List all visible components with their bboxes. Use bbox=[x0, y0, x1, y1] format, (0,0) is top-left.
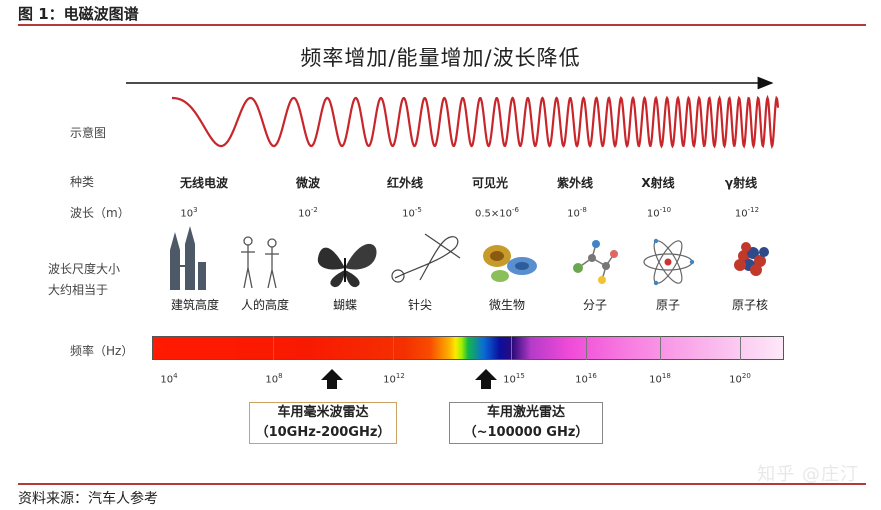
lidar-range: （~100000 GHz） bbox=[463, 425, 589, 440]
spectrum-divider bbox=[273, 336, 274, 360]
molecule-icon bbox=[573, 240, 618, 284]
needle-icon bbox=[391, 233, 461, 283]
building-icon bbox=[170, 226, 206, 290]
freq-tick: 108 bbox=[254, 372, 294, 385]
wavelength-visible-base: 0.5×10 bbox=[475, 208, 513, 220]
type-label-ultraviolet: 紫外线 bbox=[556, 176, 593, 190]
frequency-spectrum-bar bbox=[152, 336, 784, 360]
wavelength-gamma-base: 10 bbox=[734, 208, 748, 220]
headline: 频率增加/能量增加/波长降低 bbox=[300, 46, 581, 70]
wavelength-microwave-exp: -2 bbox=[310, 206, 318, 214]
wavelength-visible: 0.5×10-6 bbox=[457, 206, 537, 219]
wavelength-ultraviolet-exp: -8 bbox=[579, 206, 587, 214]
freq-tick-exp: 15 bbox=[515, 372, 525, 380]
row-label-scale: 波长尺度大小 大约相当于 bbox=[48, 260, 138, 298]
object-label-butterfly: 蝴蝶 bbox=[332, 298, 357, 312]
freq-tick-base: 10 bbox=[160, 374, 174, 386]
type-label-visible: 可见光 bbox=[471, 176, 508, 190]
wavelength-radio-base: 10 bbox=[180, 208, 194, 220]
row-label-schematic: 示意图 bbox=[70, 126, 107, 140]
object-label-microbe: 微生物 bbox=[488, 298, 525, 312]
mmwave-radar-title: 车用毫米波雷达 bbox=[277, 405, 369, 420]
spectrum-divider bbox=[586, 336, 587, 360]
freq-tick: 1016 bbox=[566, 372, 606, 385]
freq-tick-exp: 18 bbox=[661, 372, 671, 380]
watermark: 知乎 @庄汀 bbox=[757, 464, 859, 485]
freq-tick-base: 10 bbox=[729, 374, 742, 386]
freq-tick: 1020 bbox=[720, 372, 760, 385]
row-label-frequency: 频率（Hz） bbox=[70, 344, 134, 358]
lidar-callout: 车用激光雷达 （~100000 GHz） bbox=[449, 402, 603, 444]
wavelength-radio: 103 bbox=[149, 206, 229, 219]
wavelength-radio-exp: 3 bbox=[193, 206, 198, 214]
wavelength-xray-exp: -10 bbox=[659, 206, 672, 214]
freq-tick-base: 10 bbox=[503, 374, 516, 386]
object-label-needle: 针尖 bbox=[407, 298, 432, 312]
spectrum-divider bbox=[511, 336, 512, 360]
spectrum-divider bbox=[393, 336, 394, 360]
freq-tick-exp: 20 bbox=[741, 372, 751, 380]
freq-tick-exp: 16 bbox=[587, 372, 597, 380]
lidar-title: 车用激光雷达 bbox=[486, 405, 565, 420]
wavelength-xray: 10-10 bbox=[619, 206, 699, 219]
mmwave-radar-callout: 车用毫米波雷达 （10GHz-200GHz） bbox=[249, 402, 397, 444]
freq-tick-exp: 4 bbox=[173, 372, 178, 380]
row-label-wavelength: 波长（m） bbox=[70, 206, 130, 220]
object-label-human: 人的高度 bbox=[240, 298, 289, 312]
wavelength-infrared-exp: -5 bbox=[414, 206, 422, 214]
wavelength-infrared-base: 10 bbox=[402, 208, 415, 220]
wavelength-microwave-base: 10 bbox=[298, 208, 311, 220]
type-label-radio: 无线电波 bbox=[179, 176, 228, 190]
wavelength-visible-exp: -6 bbox=[512, 206, 519, 214]
type-label-microwave: 微波 bbox=[295, 176, 320, 190]
spectrum-divider bbox=[740, 336, 741, 360]
type-label-gamma: γ射线 bbox=[724, 176, 758, 190]
wavelength-gamma: 10-12 bbox=[707, 206, 787, 219]
freq-tick: 104 bbox=[149, 372, 189, 385]
row-label-scale-line1: 波长尺度大小 bbox=[48, 262, 121, 276]
freq-tick: 1012 bbox=[374, 372, 414, 385]
freq-tick-exp: 8 bbox=[278, 372, 283, 380]
atom-icon bbox=[643, 238, 695, 286]
freq-tick: 1015 bbox=[494, 372, 534, 385]
wavelength-microwave: 10-2 bbox=[268, 206, 348, 219]
bottom-rule bbox=[18, 483, 866, 485]
object-label-atom: 原子 bbox=[655, 298, 680, 312]
row-label-type: 种类 bbox=[70, 175, 95, 189]
row-label-scale-line2: 大约相当于 bbox=[48, 283, 109, 297]
lidar-arrow-icon bbox=[475, 369, 497, 389]
wavelength-ultraviolet-base: 10 bbox=[567, 208, 580, 220]
freq-tick: 1018 bbox=[640, 372, 680, 385]
top-rule bbox=[18, 24, 866, 26]
figure-title: 图 1：电磁波图谱 bbox=[18, 5, 139, 23]
type-label-xray: X射线 bbox=[641, 176, 675, 190]
object-label-building: 建筑高度 bbox=[170, 298, 219, 312]
mmwave-arrow-icon bbox=[321, 369, 343, 389]
wavelength-ultraviolet: 10-8 bbox=[537, 206, 617, 219]
wavelength-infrared: 10-5 bbox=[372, 206, 452, 219]
source-note: 资料来源：汽车人参考 bbox=[18, 491, 158, 507]
microbe-icon bbox=[483, 245, 537, 282]
freq-tick-exp: 12 bbox=[395, 372, 405, 380]
spectrum-divider bbox=[660, 336, 661, 360]
mmwave-radar-range: （10GHz-200GHz） bbox=[255, 425, 391, 440]
object-label-nucleus: 原子核 bbox=[731, 298, 768, 312]
freq-tick-base: 10 bbox=[383, 374, 396, 386]
wavelength-gamma-exp: -12 bbox=[747, 206, 760, 214]
wavelength-xray-base: 10 bbox=[646, 208, 660, 220]
type-label-infrared: 红外线 bbox=[386, 176, 423, 190]
object-label-molecule: 分子 bbox=[582, 298, 607, 312]
freq-tick-base: 10 bbox=[649, 374, 662, 386]
butterfly-icon bbox=[317, 243, 377, 288]
wave-schematic bbox=[172, 94, 780, 150]
freq-tick-base: 10 bbox=[265, 374, 279, 386]
freq-tick-base: 10 bbox=[575, 374, 588, 386]
nucleus-icon bbox=[734, 242, 769, 276]
people-icon bbox=[241, 236, 279, 289]
